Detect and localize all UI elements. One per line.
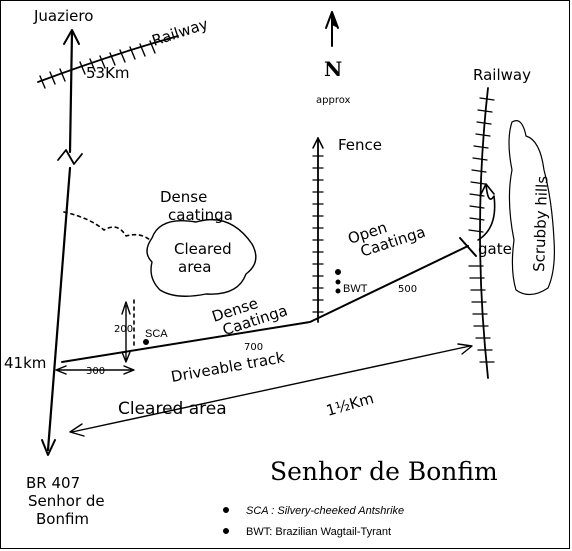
cleared-area-blob [146,218,257,297]
label-700: 700 [244,342,263,353]
gate-post [459,237,477,257]
sca-dot [143,339,149,345]
label-juaziero: Juaziero [33,7,93,25]
label-br407: BR 407 [26,474,80,492]
legend-item-bwt: BWT: Brazilian Wagtail-Tyrant [246,526,391,538]
road-break [57,149,83,165]
label-bonfim: Bonfim [36,510,89,528]
label-fence: Fence [338,136,382,154]
label-senhor-de: Senhor de [28,492,105,510]
label-41km: 41km [4,354,46,372]
legend-item-sca: SCA : Silvery-cheeked Antshrike [246,505,404,517]
label-approx: approx [316,95,351,106]
label-1-5km: 1½Km [324,389,376,420]
map-title: Senhor de Bonfim [270,457,498,486]
fence-ticks [312,155,324,313]
label-railway-top: Railway [150,15,211,50]
bwt-dot [335,269,341,275]
scrubby-hills-outline [508,120,555,296]
label-gate: gate [478,240,512,258]
legend-code-sca: SCA [246,505,268,517]
road-arrow-bottom [41,439,56,456]
dim-1-5km [69,343,473,437]
label-dense-caatinga-mid: DenseCaatinga [210,286,290,341]
legend-name-bwt: Brazilian Wagtail-Tyrant [275,526,391,538]
legend-name-sca: Silvery-cheeked Antshrike [277,505,404,517]
label-railway-right: Railway [473,66,531,84]
dim-200 [121,301,131,363]
gate-path [477,183,496,241]
driveable-track [61,245,469,363]
railway-right-ties [468,97,495,363]
label-bwt: BWT [343,283,368,295]
dense-caatinga-boundary [63,211,151,241]
label-53km: 53Km [86,64,130,82]
legend-dot-bwt [223,528,229,534]
main-road [46,30,74,452]
road-arrow-top [63,29,80,45]
label-open-caatinga: OpenCaatinga [346,207,428,263]
railway-top [37,35,179,83]
label-sca: SCA [145,328,168,340]
label-north: N [324,57,342,81]
legend-code-bwt: BWT [246,526,271,538]
label-scrubby-hills: Scrubby hills [530,175,551,272]
legend-dot-sca [223,507,229,513]
label-300: 300 [86,366,105,377]
dim-300 [55,365,135,375]
label-driveable-track: Driveable track [170,348,287,386]
label-200: 200 [114,324,133,335]
label-cleared-area-bottom: Cleared area [118,399,227,419]
label-500: 500 [398,284,417,295]
railway-top-ties [39,40,156,89]
